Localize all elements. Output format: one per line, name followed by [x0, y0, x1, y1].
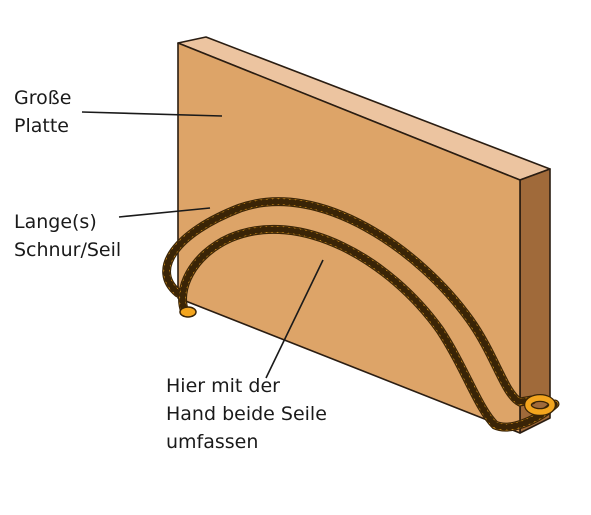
label-hand-line-2: Hand beide Seile — [166, 403, 327, 425]
label-hand-line-3: umfassen — [166, 431, 259, 453]
label-long-rope: Lange(s) Schnur/Seil — [14, 208, 121, 264]
label-grip-instruction: Hier mit der Hand beide Seile umfassen — [166, 372, 327, 456]
label-hand-line-1: Hier mit der — [166, 375, 280, 397]
board-side-face — [519, 168, 551, 434]
rope-end-left — [179, 306, 197, 318]
twisted-rope — [162, 197, 560, 432]
board-front-face — [177, 42, 521, 434]
rope-outer-twist — [163, 198, 536, 406]
label-large-plate: Große Platte — [14, 84, 71, 140]
label-plate-line-2: Platte — [14, 115, 69, 137]
rope-loop-right-fill — [525, 395, 555, 415]
label-rope-line-1: Lange(s) — [14, 211, 97, 233]
leader-lines — [81, 111, 324, 379]
leader-line-rope — [118, 207, 211, 218]
rope-inner-twist — [179, 226, 559, 431]
label-rope-line-2: Schnur/Seil — [14, 239, 122, 261]
wooden-board — [177, 36, 551, 434]
label-plate-line-1: Große — [14, 87, 72, 109]
leader-line-plate — [81, 111, 223, 117]
leader-line-hand — [265, 259, 324, 379]
